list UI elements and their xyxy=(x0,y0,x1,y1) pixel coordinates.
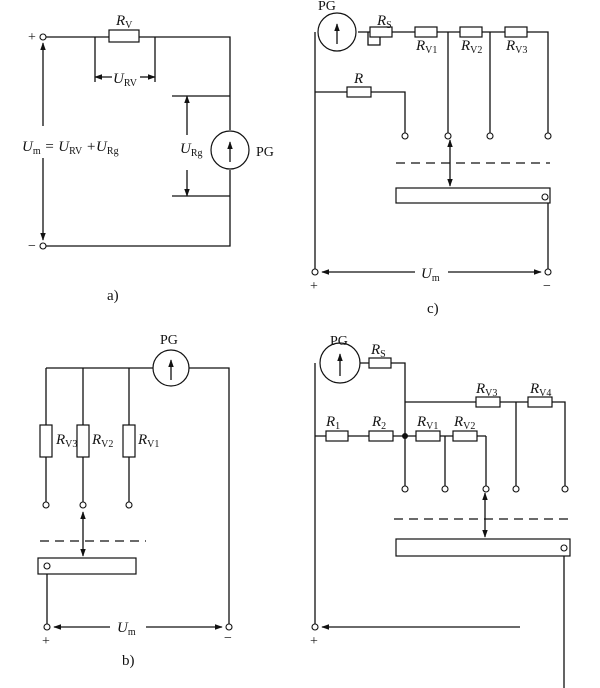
panel-d: RS R1 R2 RV1 RV2 RV3 RV4 PG + xyxy=(310,334,571,688)
resistor-rv3 xyxy=(39,424,53,458)
caption-b: b) xyxy=(122,653,135,669)
panel-a: RV PG + − URV URg Um = URV +URg a) xyxy=(22,13,274,304)
terminal-minus xyxy=(225,623,233,631)
terminal-minus xyxy=(544,268,552,276)
galvanometer-icon xyxy=(317,12,357,52)
label-rv2: RV2 xyxy=(91,432,113,450)
resistor-rv3 xyxy=(475,396,501,408)
label-rv: RV xyxy=(115,13,133,31)
resistor-rv1 xyxy=(122,424,136,458)
plus-sign: + xyxy=(28,30,36,45)
meter-label: PG xyxy=(160,333,178,348)
terminal-plus xyxy=(39,33,47,41)
galvanometer-icon xyxy=(210,130,250,170)
resistor-rv4 xyxy=(527,396,553,408)
label-rv2: RV2 xyxy=(453,414,475,432)
meter-label: PG xyxy=(318,0,336,14)
label-r1: R1 xyxy=(325,414,340,432)
minus-sign: − xyxy=(543,279,551,294)
slider-contact xyxy=(541,193,549,201)
label-urv: URV xyxy=(113,71,138,89)
label-rv1: RV1 xyxy=(416,414,438,432)
label-rv3: RV3 xyxy=(505,38,527,56)
slider-contact xyxy=(560,544,568,552)
minus-sign: − xyxy=(28,239,36,254)
label-um: Um xyxy=(117,620,136,638)
label-um: Um xyxy=(421,266,440,284)
caption-c: c) xyxy=(427,301,439,317)
plus-sign: + xyxy=(310,634,318,649)
label-rv3: RV3 xyxy=(55,432,77,450)
resistor-rv3 xyxy=(504,26,528,38)
resistor-rv1 xyxy=(414,26,438,38)
plus-sign: + xyxy=(42,634,50,649)
meter-label: PG xyxy=(256,145,274,160)
slider-contact xyxy=(43,562,51,570)
panel-c: RS RV1 RV2 RV3 R PG + − Um c) xyxy=(310,0,552,317)
label-rv1: RV1 xyxy=(137,432,159,450)
slide-bar xyxy=(395,538,571,557)
slide-bar xyxy=(395,187,551,204)
label-rs: RS xyxy=(376,13,392,31)
panel-b: RV3 RV2 RV1 PG + − Um b) xyxy=(37,333,233,669)
label-rv3: RV3 xyxy=(475,381,497,399)
label-rv2: RV2 xyxy=(460,38,482,56)
galvanometer-icon xyxy=(152,349,190,387)
resistor-rv2 xyxy=(76,424,90,458)
label-r2: R2 xyxy=(371,414,386,432)
slide-bar xyxy=(37,557,137,575)
resistor-r1 xyxy=(325,430,349,442)
label-r: R xyxy=(353,71,363,87)
terminal-plus xyxy=(311,268,319,276)
plus-sign: + xyxy=(310,279,318,294)
resistor-rv2 xyxy=(452,430,478,442)
label-rv4: RV4 xyxy=(529,381,551,399)
terminal-plus xyxy=(43,623,51,631)
label-rs: RS xyxy=(370,342,386,360)
minus-sign: − xyxy=(224,631,232,646)
resistor-rv1 xyxy=(415,430,441,442)
label-rv1: RV1 xyxy=(415,38,437,56)
resistor-rs xyxy=(369,26,393,38)
resistor-rs xyxy=(368,357,392,369)
meter-label: PG xyxy=(330,334,348,349)
terminal-plus xyxy=(311,623,319,631)
resistor-r2 xyxy=(368,430,394,442)
resistor-rv xyxy=(108,29,140,43)
galvanometer-icon xyxy=(319,342,361,384)
terminal-minus xyxy=(39,242,47,250)
label-urg: URg xyxy=(180,141,203,159)
resistor-r xyxy=(346,86,372,98)
caption-a: a) xyxy=(107,288,119,304)
resistor-rv2 xyxy=(459,26,483,38)
equation: Um = URV +URg xyxy=(22,139,119,157)
